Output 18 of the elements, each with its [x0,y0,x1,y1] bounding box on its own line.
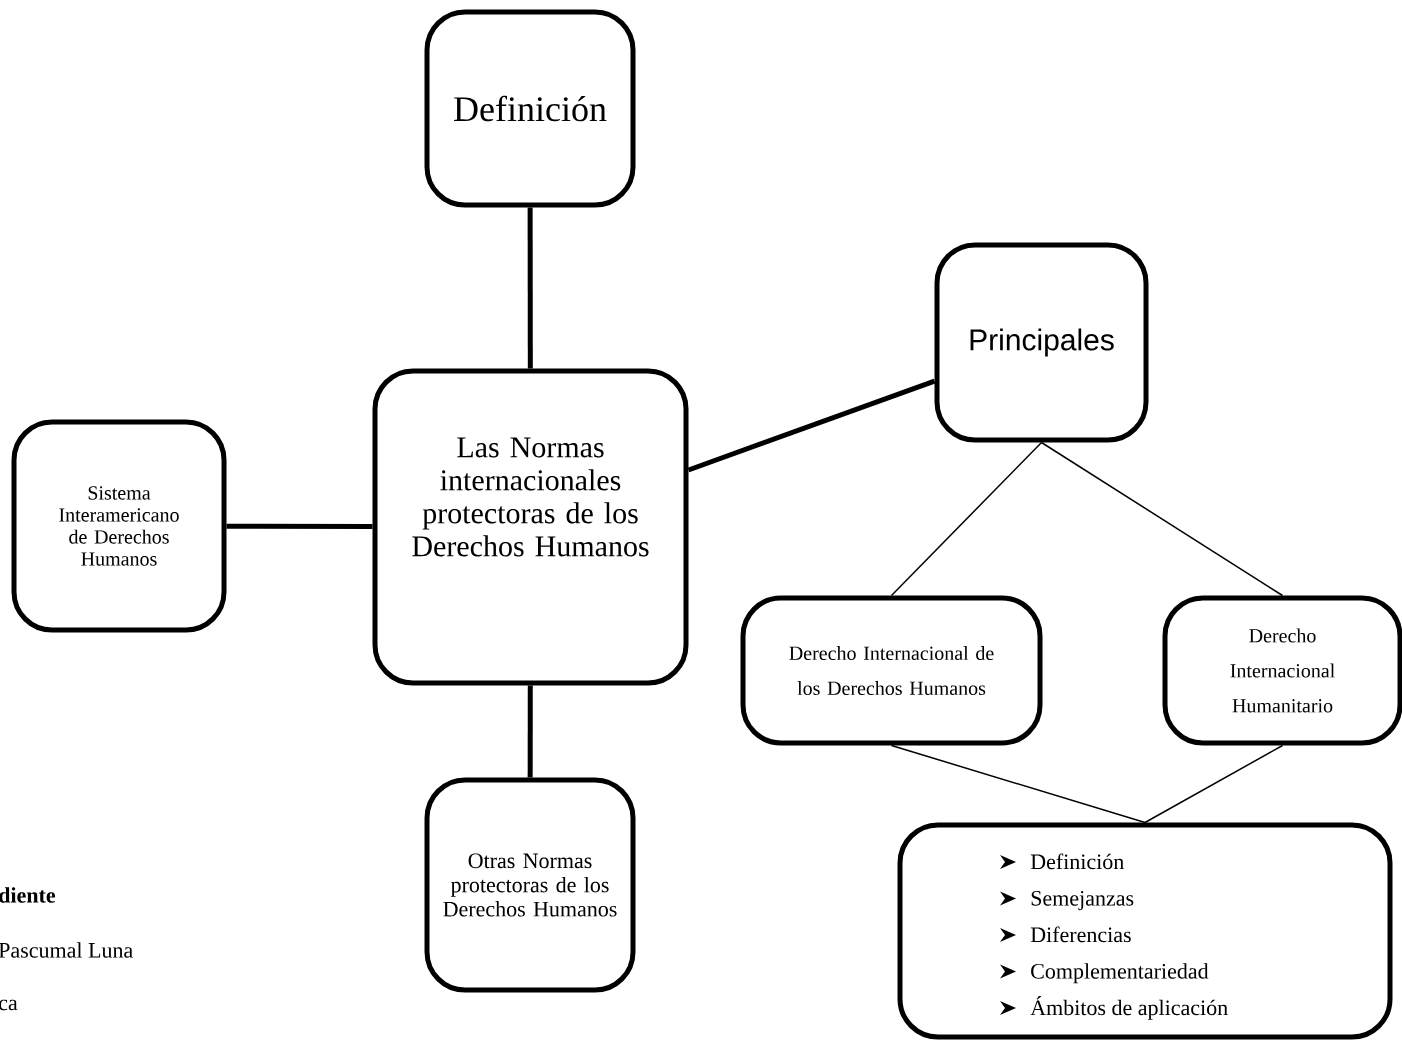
list-box: Definición Semejanzas Diferencias Complementariedad Ámbitos de aplicación [897,822,1393,1040]
note-text: ca [0,999,18,1011]
rounded-box: Derecho Internacional Humanitario [1162,595,1402,746]
rounded-box: Derecho Internacional de los Derechos Humanos [740,595,1043,746]
rounded-box: Otras Normas protectoras de los Derechos Humanos [424,777,636,993]
rounded-box: Definición [424,9,636,208]
note-text: diente [0,887,56,903]
connector-line [687,378,936,473]
rounded-box: Sistema Interamericano de Derechos Humanos [11,419,227,633]
connector-line [527,207,533,369]
rounded-box: Principales [934,242,1149,443]
connector-line [1040,441,1284,597]
connector-line [890,441,1043,597]
connector-line [226,523,373,530]
connector-line [890,744,1146,824]
connector-line [527,685,533,778]
connector-line [1144,744,1284,824]
rounded-box: Las Normas internacionales protectoras de los Derechos Humanos [372,368,689,686]
